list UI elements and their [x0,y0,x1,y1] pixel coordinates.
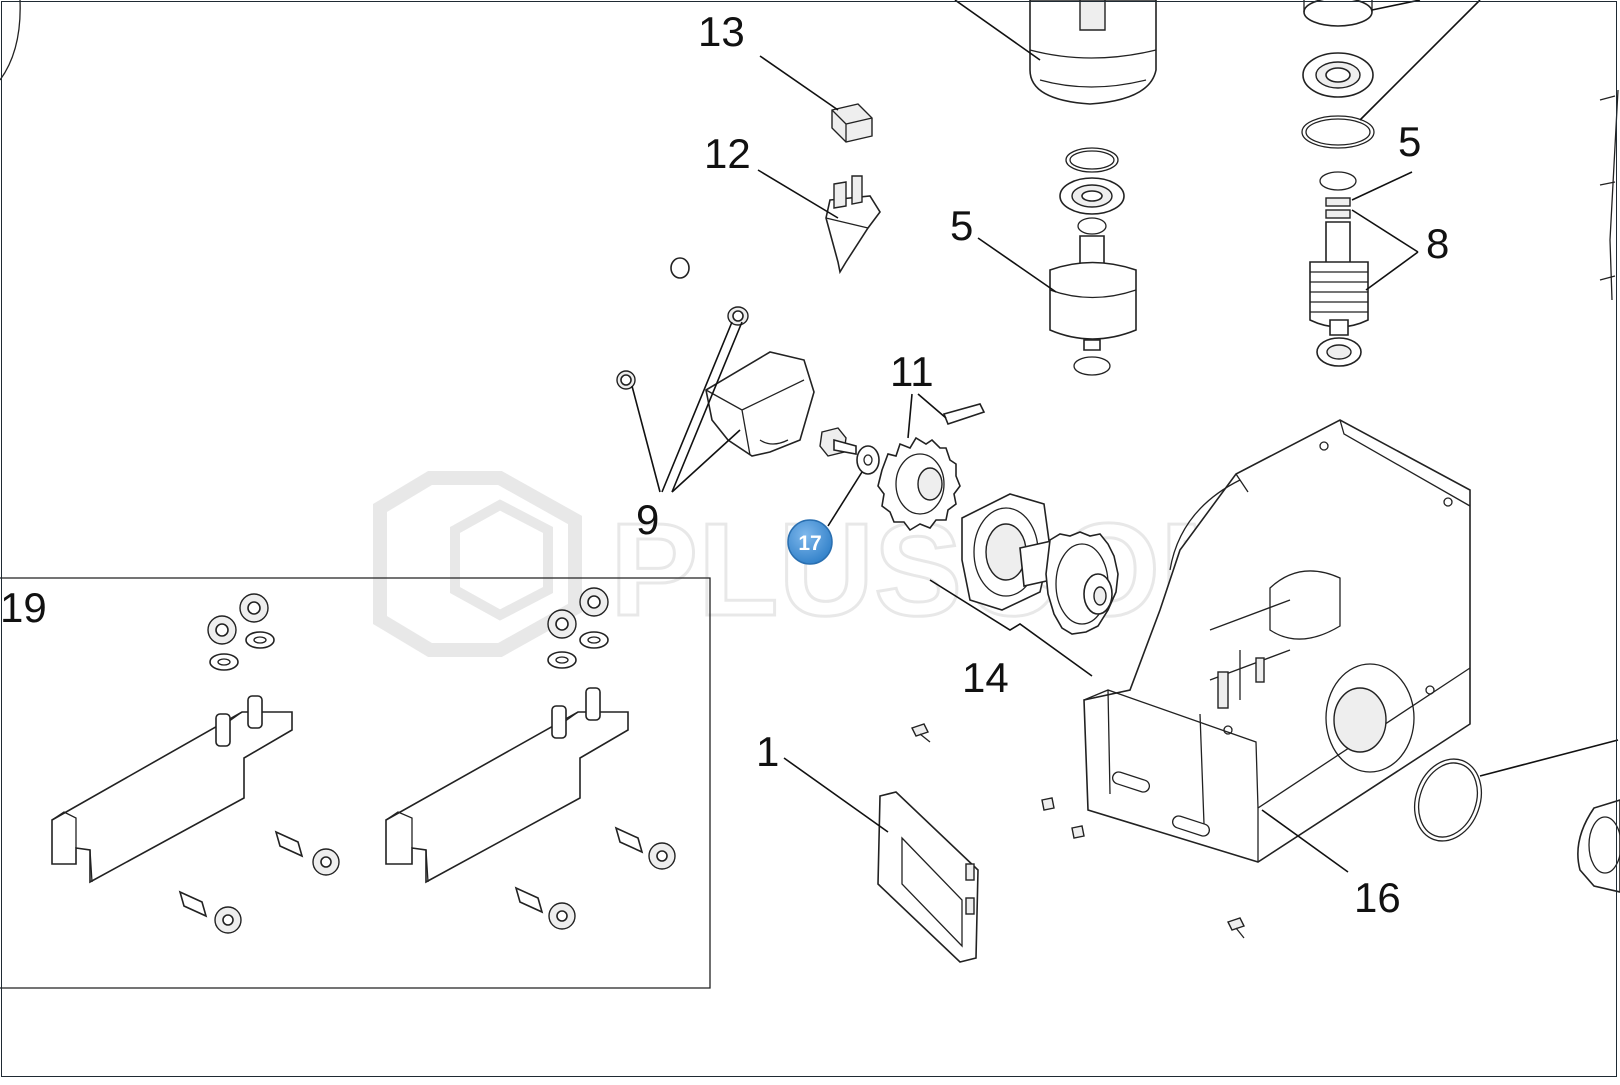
right-shaft-assembly [1301,0,1481,367]
callout-19: 19 [0,584,47,631]
callout-5-center: 5 [950,202,973,249]
callout-14: 14 [962,654,1009,701]
callout-1: 1 [756,728,779,775]
part-16-housing [1083,419,1471,873]
callout-5-right: 5 [1398,118,1421,165]
end-cap-right [1414,739,1620,893]
callout-16: 16 [1354,874,1401,921]
center-shaft-assembly [977,147,1137,376]
callout-13: 13 [698,8,745,55]
motor-housing-top [954,0,1157,105]
part-17-bolt-washer [819,427,880,527]
callout-12: 12 [704,130,751,177]
part-19-kit-box [0,577,711,989]
right-edge-bracket [1599,89,1619,301]
part-13-block [759,55,873,143]
edge-fragment [0,0,21,81]
part-1-label-plate [783,757,979,963]
part-12-connector [757,169,881,275]
callout-8: 8 [1426,220,1449,267]
part-9-cover [631,321,815,493]
hotspot-17-label: 17 [798,532,821,555]
hotspot-17-button[interactable]: 17 [787,519,833,565]
part-11-gear [877,393,986,532]
part-14-gear-assembly [929,493,1119,677]
part-9-rings [616,257,749,390]
callout-9: 9 [636,496,659,543]
housing-screws [911,723,1245,939]
callout-11: 11 [890,348,934,395]
watermark: PLUSCOM [373,471,1272,657]
